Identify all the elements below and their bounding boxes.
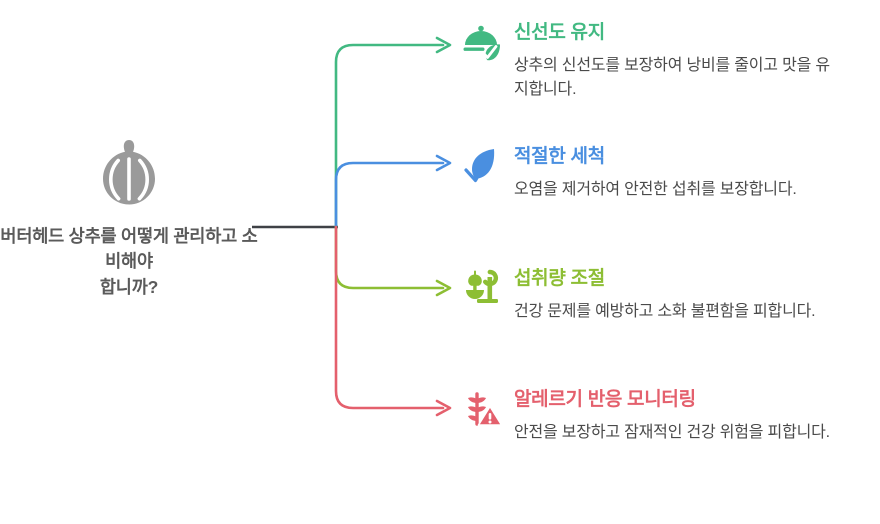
branch-description: 건강 문제를 예방하고 소화 불편함을 피합니다. xyxy=(514,302,816,320)
connector-freshness xyxy=(334,43,445,229)
branch-freshness[interactable]: 신선도 유지 상추의 신선도를 보장하여 낭비를 줄이고 맛을 유지합니다. xyxy=(462,22,832,102)
connector-allergy xyxy=(334,225,445,410)
branch-description: 상추의 신선도를 보장하여 낭비를 줄이고 맛을 유지합니다. xyxy=(514,56,830,98)
connector-portion xyxy=(334,225,445,290)
food-cover-leaf-check-icon xyxy=(463,25,500,61)
branch-portion[interactable]: 섭취량 조절 건강 문제를 예방하고 소화 불편함을 피합니다. xyxy=(462,268,832,324)
branch-text-portion: 섭취량 조절 건강 문제를 예방하고 소화 불편함을 피합니다. xyxy=(514,268,832,324)
balance-scale-apple-icon xyxy=(466,269,499,303)
branch-allergy[interactable]: 알레르기 반응 모니터링 안전을 보장하고 잠재적인 건강 위험을 피합니다. xyxy=(462,389,832,445)
root-label: 버터헤드 상추를 어떻게 관리하고 소비해야 합니까? xyxy=(0,226,258,297)
arrowhead-washing xyxy=(435,154,452,172)
arrowhead-freshness xyxy=(435,36,452,54)
branch-description: 안전을 보장하고 잠재적인 건강 위험을 피합니다. xyxy=(514,423,830,441)
wheat-warning-icon xyxy=(468,392,502,426)
connector-washing xyxy=(334,161,445,229)
branch-washing[interactable]: 적절한 세척 오염을 제거하여 안전한 섭취를 보장합니다. xyxy=(462,146,832,202)
branch-title: 신선도 유지 xyxy=(514,22,605,43)
branch-title: 적절한 세척 xyxy=(514,146,605,167)
garlic-bulb-icon xyxy=(103,140,155,205)
root-node: 버터헤드 상추를 어떻게 관리하고 소비해야 합니까? xyxy=(0,138,258,300)
arrowhead-allergy xyxy=(435,399,452,417)
branch-text-washing: 적절한 세척 오염을 제거하여 안전한 섭취를 보장합니다. xyxy=(514,146,832,202)
leaf-check-icon xyxy=(464,149,495,183)
branch-text-allergy: 알레르기 반응 모니터링 안전을 보장하고 잠재적인 건강 위험을 피합니다. xyxy=(514,389,832,445)
branch-title: 섭취량 조절 xyxy=(514,268,605,289)
branch-title: 알레르기 반응 모니터링 xyxy=(514,389,696,410)
arrowhead-portion xyxy=(435,279,452,297)
branch-text-freshness: 신선도 유지 상추의 신선도를 보장하여 낭비를 줄이고 맛을 유지합니다. xyxy=(514,22,832,102)
branch-description: 오염을 제거하여 안전한 섭취를 보장합니다. xyxy=(514,180,797,198)
